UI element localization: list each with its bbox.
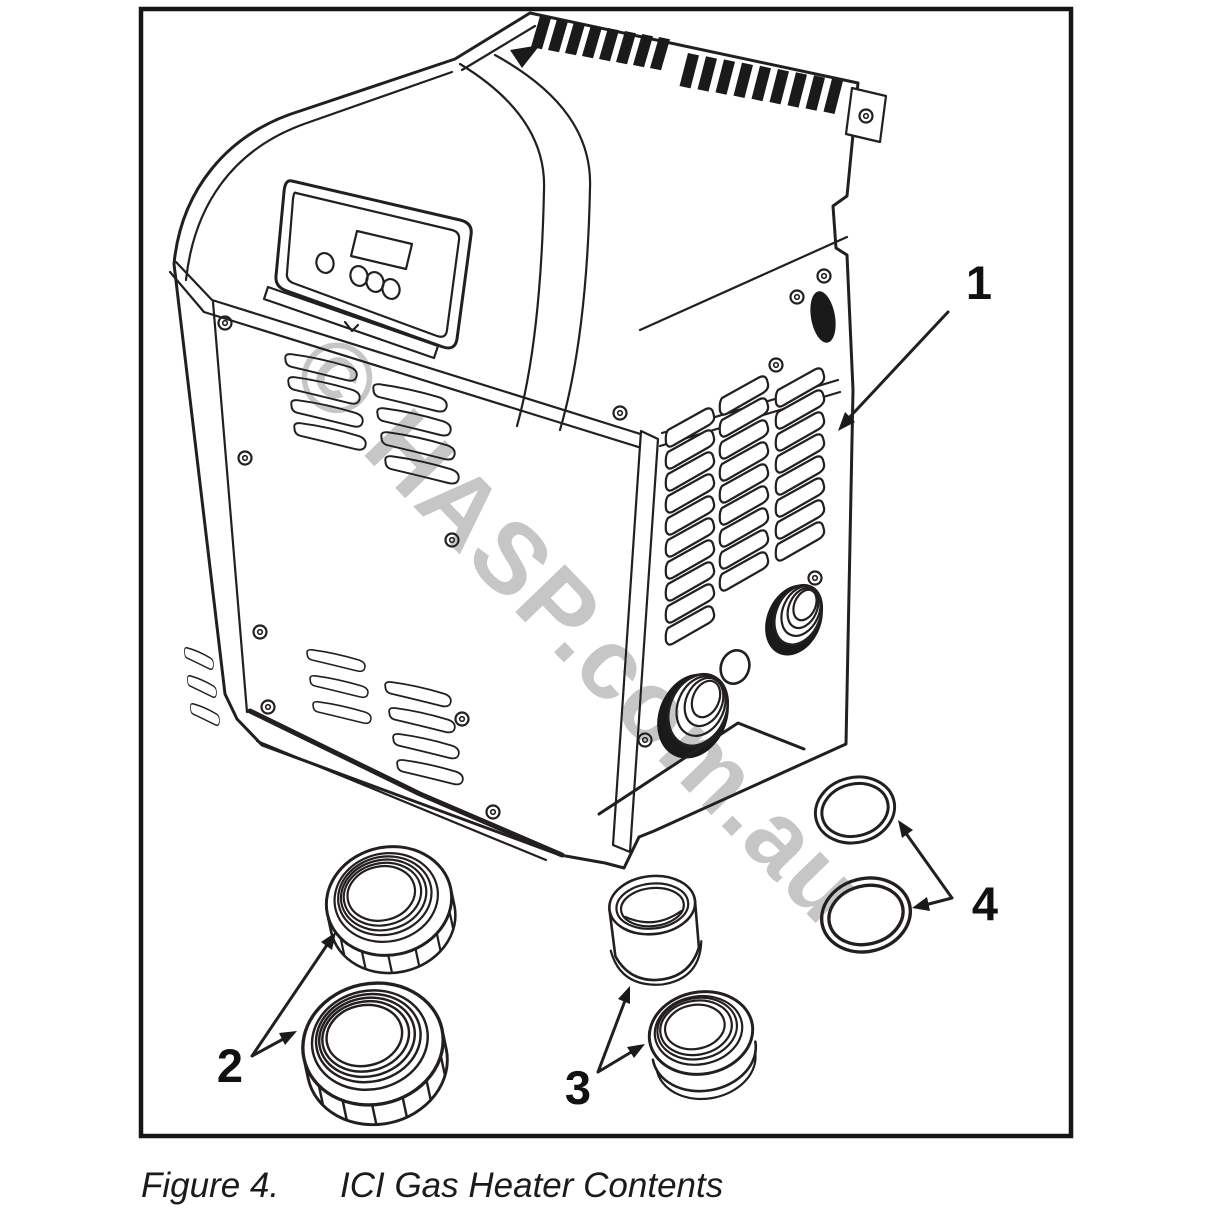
callout-1-label: 1 xyxy=(966,256,992,309)
figure-caption-title: ICI Gas Heater Contents xyxy=(340,1166,724,1205)
water-ports xyxy=(657,584,824,759)
display-window xyxy=(349,229,414,271)
adapter-sleeve-bottom xyxy=(647,990,758,1101)
arrowhead xyxy=(618,986,630,1004)
panel-button xyxy=(365,270,385,294)
callout-4: 4 xyxy=(898,820,998,930)
adapter-sleeve-top xyxy=(608,874,703,986)
panel-button xyxy=(349,264,369,288)
arrowhead xyxy=(627,1044,645,1058)
callout-3: 3 xyxy=(565,986,645,1114)
arrowhead xyxy=(279,1031,297,1045)
callout-1: 1 xyxy=(838,256,992,431)
arrowhead xyxy=(898,820,913,838)
vent-notch-mark xyxy=(510,45,540,68)
panel-button xyxy=(381,277,401,301)
figure-caption-label: Figure 4. xyxy=(141,1166,280,1205)
heater-unit-illustration xyxy=(168,11,888,870)
corner-trim xyxy=(611,429,660,854)
arrowhead xyxy=(912,897,930,911)
drain-port xyxy=(719,649,751,685)
hood-rim xyxy=(168,260,652,452)
callout-2: 2 xyxy=(217,932,336,1092)
control-panel xyxy=(262,179,473,360)
top-vent-grille xyxy=(510,16,888,144)
arrowhead xyxy=(838,412,855,431)
arrowhead xyxy=(321,932,336,950)
base-skid xyxy=(247,708,806,862)
figure-caption: Figure 4. ICI Gas Heater Contents xyxy=(141,1166,1041,1206)
callout-2-label: 2 xyxy=(217,1039,243,1092)
callout-3-label: 3 xyxy=(565,1061,591,1114)
side-hole xyxy=(810,291,836,343)
callout-4-label: 4 xyxy=(972,877,998,930)
panel-button xyxy=(315,251,335,275)
